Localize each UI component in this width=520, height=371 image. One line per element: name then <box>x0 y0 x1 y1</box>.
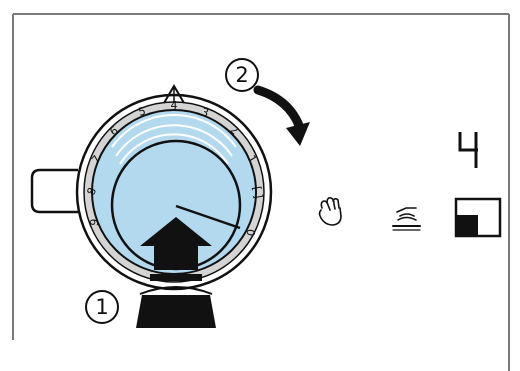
scale-label-0: 0 <box>243 228 257 237</box>
rotate-arrow-head <box>286 122 310 146</box>
step-marker-1: 1 <box>85 290 119 324</box>
dial-arc-1 <box>111 113 237 148</box>
push-arrow-lower-arc <box>139 286 213 295</box>
knob-indicator-line <box>175 204 241 230</box>
hand-icon <box>318 197 342 226</box>
scale-label-4: 4 <box>171 99 178 112</box>
scale-label-3: 3 <box>200 105 211 120</box>
scale-label-bracket: [ ] <box>250 185 265 199</box>
push-base-icon <box>136 295 216 328</box>
display-digit: 4 <box>458 132 478 168</box>
heat-surface-icon <box>392 207 421 231</box>
step-number-2: 2 <box>235 63 248 87</box>
dial-arc-2 <box>115 124 233 157</box>
push-arrow-icon <box>140 217 212 270</box>
power-level-indicator-icon <box>454 197 502 238</box>
scale-label-8: 8 <box>84 186 99 198</box>
step-number-1: 1 <box>95 295 108 319</box>
rotate-arrow-icon <box>253 85 305 133</box>
dial-arc-3 <box>119 133 229 165</box>
step-marker-2: 2 <box>225 58 259 92</box>
push-arrow-bar-1 <box>150 274 202 281</box>
knob-shaft <box>30 168 78 214</box>
scale-label-9: 9 <box>88 218 102 227</box>
scale-label-5: 5 <box>137 104 147 118</box>
display-digit-value: 4 <box>468 159 469 161</box>
dial-pointer-marker <box>163 84 185 104</box>
